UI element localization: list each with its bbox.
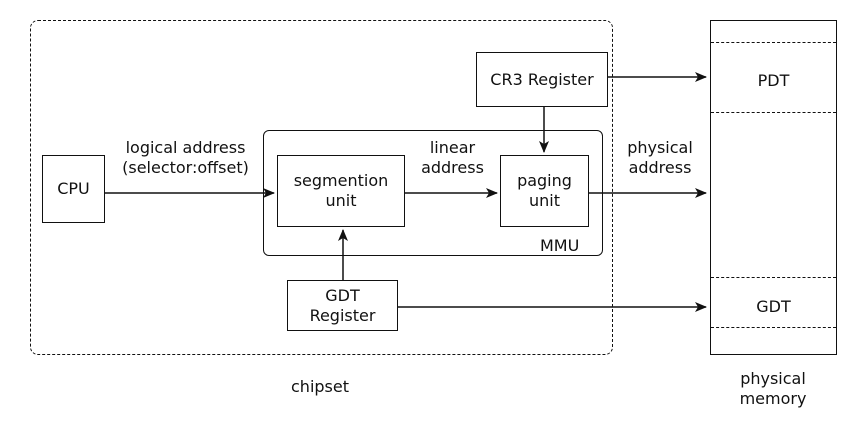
gdt-register-line1: GDT — [325, 285, 360, 305]
segmentation-unit-line2: unit — [325, 191, 357, 210]
physical-memory-caption: physical memory — [723, 369, 823, 409]
segmentation-unit-line1: segmention — [293, 171, 389, 190]
physical-address-line1: physical — [627, 138, 693, 157]
paging-unit-line2: unit — [529, 191, 560, 210]
pdt-region-label: PDT — [757, 70, 790, 90]
memory-divider-4 — [711, 327, 836, 328]
gdt-register-line2: Register — [309, 305, 376, 325]
linear-address-label: linear address — [405, 138, 500, 178]
linear-address-line2: address — [421, 158, 484, 177]
logical-address-line2: (selector:offset) — [122, 158, 249, 177]
linear-address-line1: linear — [429, 138, 476, 157]
paging-unit-line1: paging — [517, 171, 572, 190]
physical-memory-caption-line2: memory — [739, 389, 807, 408]
cpu-box: CPU — [42, 155, 105, 223]
memory-divider-1 — [711, 42, 836, 43]
cpu-label: CPU — [57, 179, 90, 198]
physical-address-line2: address — [628, 158, 692, 177]
memory-divider-2 — [711, 112, 836, 113]
physical-memory-caption-line1: physical — [740, 369, 806, 388]
chipset-label: chipset — [291, 377, 349, 396]
mmu-label: MMU — [540, 236, 580, 255]
cr3-register-label: CR3 Register — [490, 69, 594, 89]
gdt-region-label: GDT — [756, 296, 791, 316]
gdt-register-box: GDT Register — [287, 280, 398, 331]
segmentation-unit-box: segmention unit — [277, 155, 405, 227]
logical-address-label: logical address (selector:offset) — [108, 138, 263, 178]
paging-unit-box: paging unit — [500, 155, 589, 227]
logical-address-line1: logical address — [125, 138, 246, 157]
physical-address-label: physical address — [610, 138, 710, 178]
physical-memory-block — [710, 20, 837, 355]
memory-divider-3 — [711, 277, 836, 278]
chipset-boundary — [30, 20, 613, 355]
cr3-register-box: CR3 Register — [476, 52, 608, 107]
